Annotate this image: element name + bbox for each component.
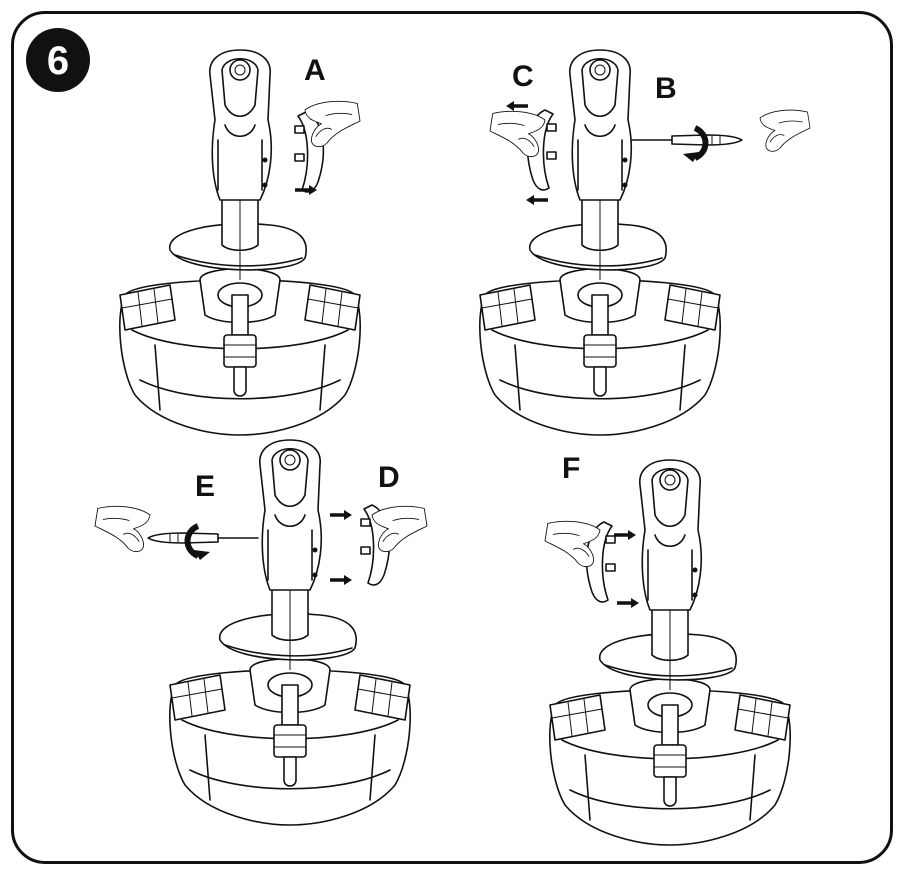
panel-a: A (120, 50, 360, 435)
arrow-left-icon (526, 195, 548, 205)
arrow-right-icon (330, 510, 352, 520)
panel-label-c: C (512, 60, 534, 93)
thumb-rest-part (295, 112, 323, 192)
panel-b-c: C B (480, 50, 810, 435)
panel-label-f: F (562, 452, 580, 485)
arrow-right-icon (617, 598, 639, 608)
arrow-left-icon (506, 101, 528, 111)
panel-label-b: B (655, 72, 677, 105)
panel-d-e: E D (95, 440, 427, 825)
screwdriver-icon (632, 135, 742, 145)
arrow-right-icon (330, 575, 352, 585)
step-number: 6 (47, 39, 69, 83)
screwdriver-icon (148, 533, 258, 543)
step-number-badge: 6 (26, 28, 90, 92)
panel-label-d: D (378, 461, 400, 494)
hand-icon (95, 506, 150, 551)
panel-f: F (545, 452, 790, 845)
hand-icon (760, 110, 810, 151)
arrow-right-icon (614, 530, 636, 540)
panel-label-e: E (195, 470, 215, 503)
panel-label-a: A (304, 54, 326, 87)
